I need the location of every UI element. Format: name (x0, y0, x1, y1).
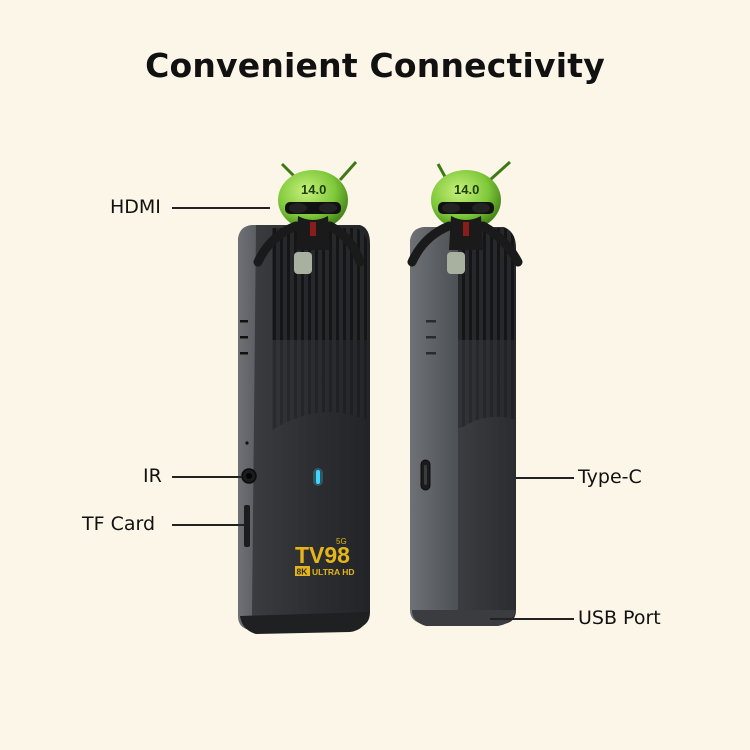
brand-logo: TV98 5G 8K ULTRA HD (295, 537, 355, 577)
page-title: Convenient Connectivity (145, 46, 605, 85)
callout-line-ir (172, 476, 242, 478)
brand-subtitle: ULTRA HD (312, 567, 355, 577)
label-tf-card: TF Card (82, 513, 156, 535)
android-mascot-icon: 14.0 (253, 161, 365, 274)
mascot-version-left: 14.0 (301, 182, 326, 197)
callout-line-type-c (516, 477, 574, 479)
label-hdmi: HDMI (110, 196, 161, 218)
callout-line-hdmi (172, 207, 270, 209)
device-back-view (410, 227, 516, 626)
android-mascot-icon: 14.0 (407, 160, 523, 274)
brand-8k-box: 8K (297, 567, 309, 577)
callout-line-tf-card (172, 524, 244, 526)
label-type-c: Type-C (578, 466, 642, 488)
callout-line-usb-port (490, 618, 574, 620)
mascot-version-right: 14.0 (454, 182, 479, 197)
brand-badge: 5G (336, 537, 347, 546)
label-usb-port: USB Port (578, 607, 661, 629)
brand-name: TV98 (295, 542, 350, 568)
label-ir: IR (143, 465, 162, 487)
device-front-view (238, 225, 370, 634)
